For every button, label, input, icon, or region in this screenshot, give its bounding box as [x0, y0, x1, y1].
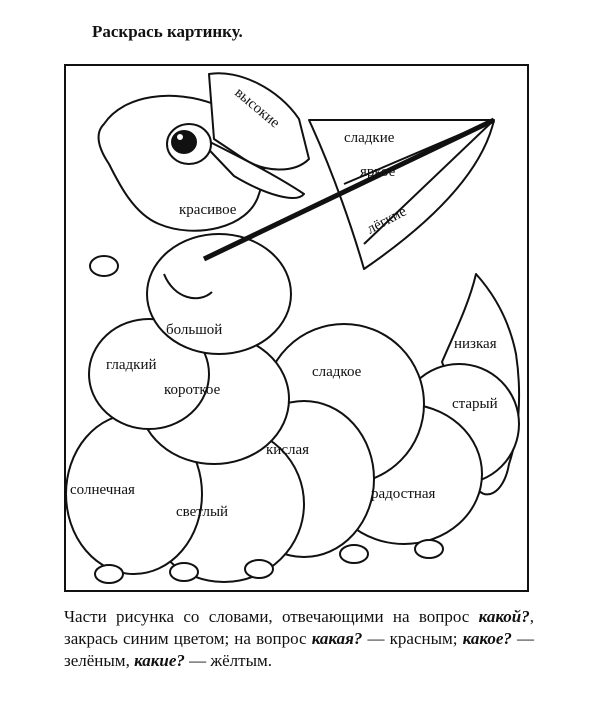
picture-frame	[64, 64, 529, 592]
instruction-part: — красным;	[362, 629, 463, 648]
foot	[94, 564, 124, 584]
instruction-part: , закрась синим цветом; на вопрос	[64, 607, 534, 648]
label-bright: светлый	[176, 504, 228, 520]
umbrella-rib	[363, 119, 495, 245]
label-low: низкая	[454, 336, 497, 352]
foot	[169, 562, 199, 582]
label-short: короткое	[164, 382, 221, 398]
label-old: старый	[452, 396, 498, 412]
instruction-text: Части рисунка со словами, отвечающими на…	[64, 606, 534, 672]
label-umbrella-2: яркое	[360, 164, 396, 180]
label-umbrella-1: сладкие	[344, 130, 395, 146]
label-neck: большой	[166, 322, 222, 338]
label-sweet: сладкое	[312, 364, 362, 380]
label-smooth: гладкий	[106, 357, 157, 373]
foot	[244, 559, 274, 579]
umbrella-handle	[202, 117, 496, 262]
question-which-fem: какая?	[311, 629, 363, 648]
label-sunny: солнечная	[70, 482, 135, 498]
coloring-picture: высокие красивое сладкие яркое лёгкие бо…	[64, 64, 529, 592]
question-which-plural: какие?	[134, 651, 185, 670]
pupil	[171, 130, 197, 154]
eye-highlight	[177, 134, 183, 140]
question-which-neut: какое?	[462, 629, 512, 648]
umbrella-canopy	[308, 119, 495, 270]
instruction-part: — жёлтым.	[184, 651, 273, 670]
arm	[89, 255, 119, 277]
label-head: красивое	[179, 202, 237, 218]
hat-brim	[193, 133, 305, 199]
instruction-part: — зелёным,	[64, 629, 535, 670]
page-title: Раскрась картинку.	[92, 22, 243, 41]
neck-segment	[146, 233, 292, 355]
foot	[339, 544, 369, 564]
label-sour: кислая	[266, 442, 309, 458]
caterpillar-illustration: высокие красивое сладкие яркое лёгкие бо…	[64, 64, 529, 592]
mouth	[163, 273, 213, 300]
label-joyful: радостная	[371, 486, 436, 502]
foot	[414, 539, 444, 559]
question-which-masc: какой?	[478, 607, 530, 626]
instruction-part: Части рисунка со словами, отвечающими на…	[64, 607, 479, 626]
segment-smooth	[88, 318, 210, 430]
